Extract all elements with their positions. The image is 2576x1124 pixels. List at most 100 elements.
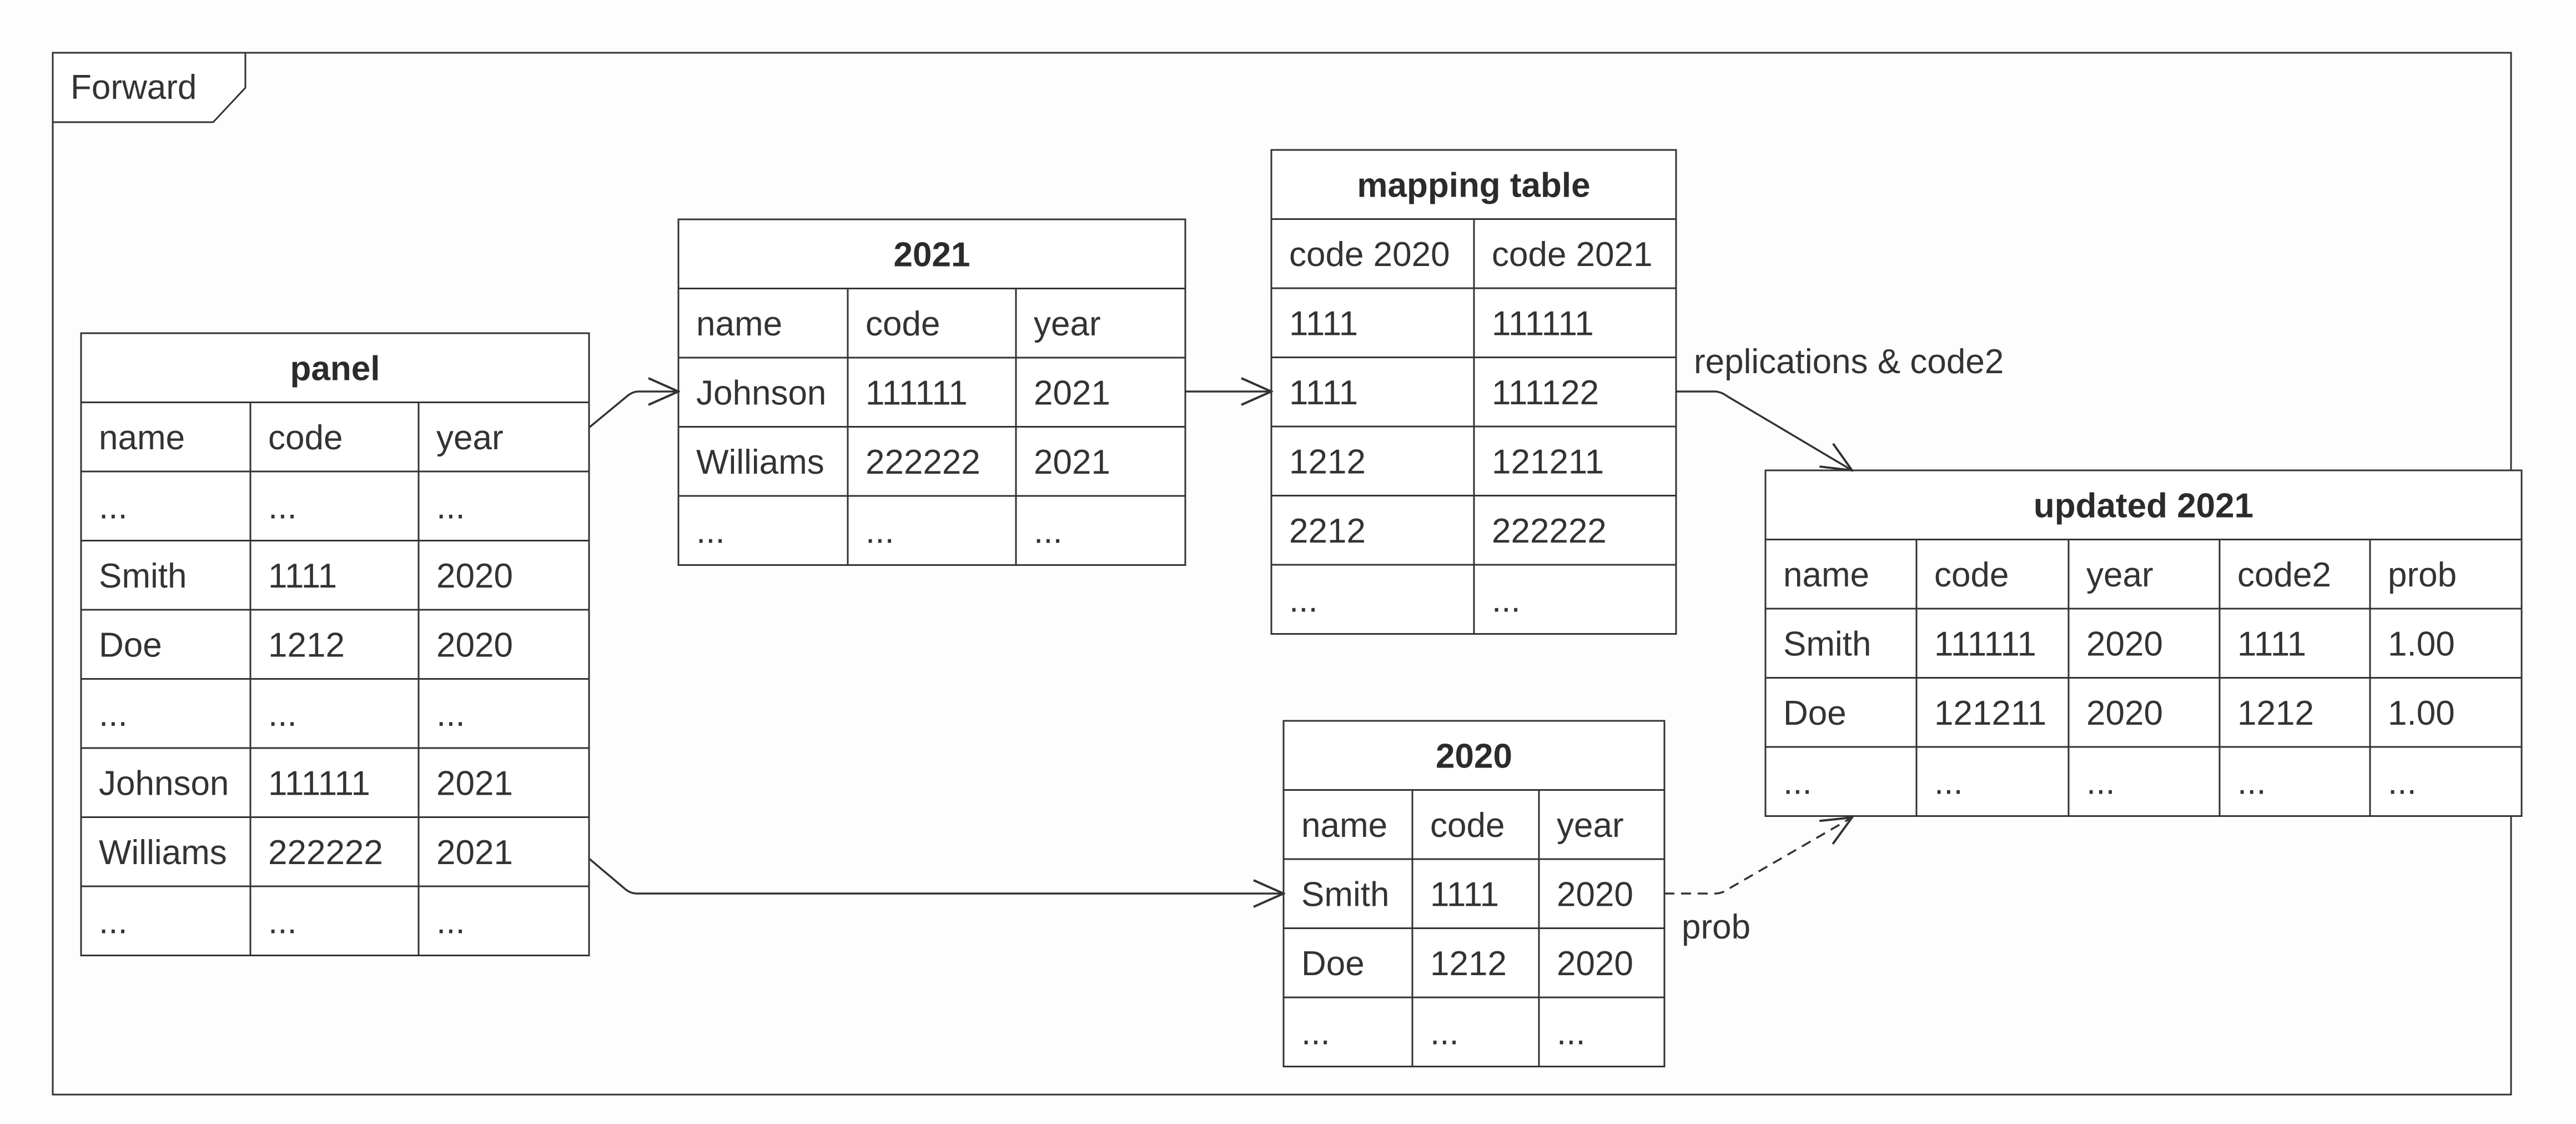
frame-label: Forward	[71, 68, 197, 107]
table-cell: Williams	[99, 834, 227, 872]
table-cell: 111111	[1934, 625, 2036, 663]
table-cell: ...	[1557, 1013, 1586, 1052]
table-cell: 111122	[1492, 374, 1599, 412]
table-cell: 2020	[2086, 625, 2163, 663]
table-cell: Smith	[1301, 875, 1389, 914]
table-cell: ...	[1934, 763, 1963, 801]
table-cell: Doe	[1301, 945, 1365, 983]
table-cell: Williams	[696, 443, 824, 481]
table-cell: 1111	[2237, 625, 2306, 663]
table-cell: ...	[1289, 581, 1318, 619]
table-cell: ...	[436, 695, 465, 734]
table-cell: 2021	[436, 834, 513, 872]
table-outline	[1282, 720, 1666, 1067]
table-cell: ...	[99, 902, 128, 941]
column-header: code 2021	[1492, 235, 1653, 274]
arrow-panel-to-2020	[588, 857, 1284, 894]
table-cell: ...	[866, 512, 894, 550]
column-header: year	[2086, 556, 2154, 594]
table-title: mapping table	[1357, 166, 1590, 204]
table-cell: 2020	[436, 626, 513, 664]
table-cell: 1212	[1289, 443, 1366, 481]
table-cell: Doe	[99, 626, 162, 664]
column-header: year	[1557, 806, 1624, 845]
table-cell: 2020	[2086, 694, 2163, 732]
column-header: name	[696, 305, 782, 343]
table-cell: Johnson	[99, 764, 229, 802]
table-cell: 1212	[268, 626, 345, 664]
table-outline	[80, 332, 590, 956]
table-cell: ...	[1301, 1013, 1330, 1052]
table-title: updated 2021	[2034, 486, 2253, 525]
table-cell: 2212	[1289, 512, 1366, 550]
column-header: prob	[2388, 556, 2457, 594]
arrow-mapping-to-updated	[1676, 390, 1852, 470]
table-cell: ...	[268, 902, 297, 941]
table-cell: 2021	[1034, 374, 1110, 412]
table-cell: 111111	[866, 374, 968, 412]
column-header: name	[99, 419, 185, 457]
column-header: code	[1430, 806, 1505, 845]
table-cell: ...	[436, 902, 465, 941]
table-cell: ...	[99, 488, 128, 526]
table-cell: 1111	[1289, 374, 1358, 412]
column-header: code	[1934, 556, 2009, 594]
table-cell: Smith	[99, 557, 187, 595]
column-header: code	[866, 305, 940, 343]
table-cell: 111111	[268, 764, 370, 802]
table-cell: 1111	[1430, 875, 1499, 914]
table-title: 2020	[1436, 737, 1512, 775]
table-cell: 121211	[1934, 694, 2046, 732]
table-cell: ...	[268, 488, 297, 526]
table-cell: 121211	[1492, 443, 1604, 481]
table-cell: ...	[696, 512, 725, 550]
table-cell: 222222	[268, 834, 383, 872]
table-cell: 222222	[866, 443, 980, 481]
table-cell: ...	[1034, 512, 1063, 550]
table-cell: 1.00	[2388, 625, 2455, 663]
column-header: year	[436, 419, 504, 457]
table-title: panel	[290, 349, 380, 388]
table-title: 2021	[894, 235, 970, 274]
column-header: name	[1783, 556, 1869, 594]
table-cell: 222222	[1492, 512, 1607, 550]
table-cell: 2021	[436, 764, 513, 802]
table-cell: 2020	[1557, 945, 1633, 983]
table-cell: Smith	[1783, 625, 1871, 663]
table-outline	[1764, 469, 2523, 817]
table-cell: 2020	[436, 557, 513, 595]
table-cell: ...	[1430, 1013, 1459, 1052]
column-header: year	[1034, 305, 1101, 343]
arrow-2020-to-updated	[1664, 817, 1852, 895]
column-header: name	[1301, 806, 1387, 845]
prob-label: prob	[1682, 908, 1750, 946]
table-cell: ...	[2388, 763, 2417, 801]
table-cell: ...	[1783, 763, 1812, 801]
table-cell: 1212	[2237, 694, 2314, 732]
table-cell: 1111	[1289, 304, 1358, 343]
table-cell: ...	[1492, 581, 1521, 619]
frame-tab	[52, 52, 246, 123]
table-cell: 2020	[1557, 875, 1633, 914]
column-header: code2	[2237, 556, 2331, 594]
table-cell: ...	[99, 695, 128, 734]
table-cell: ...	[268, 695, 297, 734]
table-cell: ...	[2086, 763, 2115, 801]
table-cell: ...	[2237, 763, 2266, 801]
arrow-panel-to-2021	[588, 392, 678, 429]
table-cell: Doe	[1783, 694, 1847, 732]
table-cell: 111111	[1492, 304, 1594, 343]
table-cell: 1212	[1430, 945, 1507, 983]
connectors: replications & code2 prob	[588, 343, 2004, 946]
replications-code2-label: replications & code2	[1694, 343, 2004, 381]
column-header: code	[268, 419, 343, 457]
table-cell: ...	[436, 488, 465, 526]
table-cell: 2021	[1034, 443, 1110, 481]
table-cell: 1.00	[2388, 694, 2455, 732]
